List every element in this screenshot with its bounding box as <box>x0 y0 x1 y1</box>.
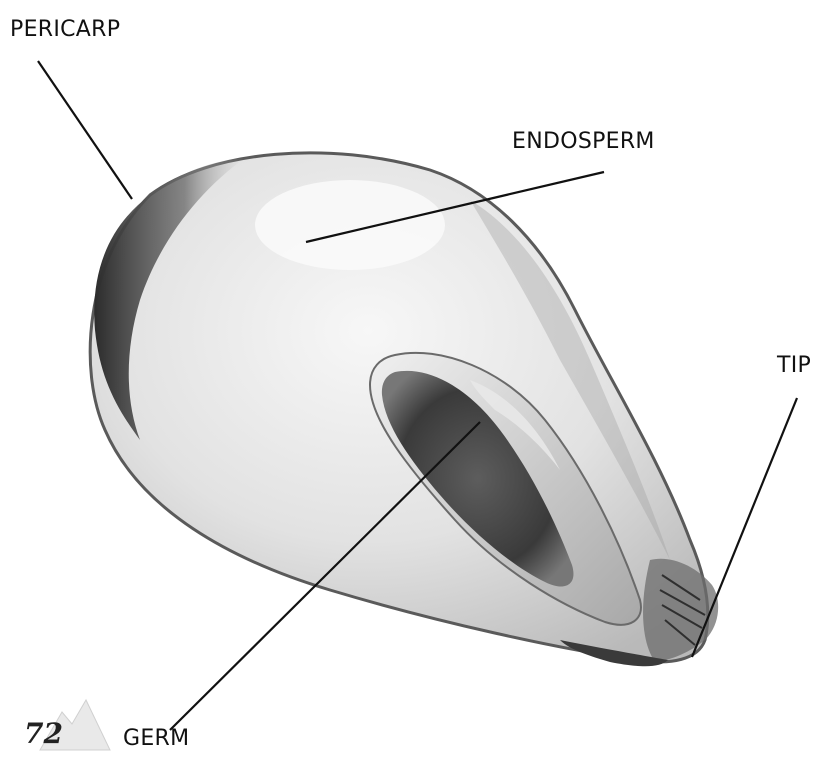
endosperm-highlight <box>255 180 445 270</box>
page-number: 72 <box>24 720 63 748</box>
pericarp-leader-line <box>38 61 132 199</box>
tip-leader-line <box>692 398 797 657</box>
label-endosperm: ENDOSPERM <box>512 131 655 153</box>
label-tip: TIP <box>777 355 811 377</box>
label-pericarp: PERICARP <box>10 19 120 41</box>
tip-cap <box>643 559 718 662</box>
label-germ: GERM <box>123 728 189 750</box>
